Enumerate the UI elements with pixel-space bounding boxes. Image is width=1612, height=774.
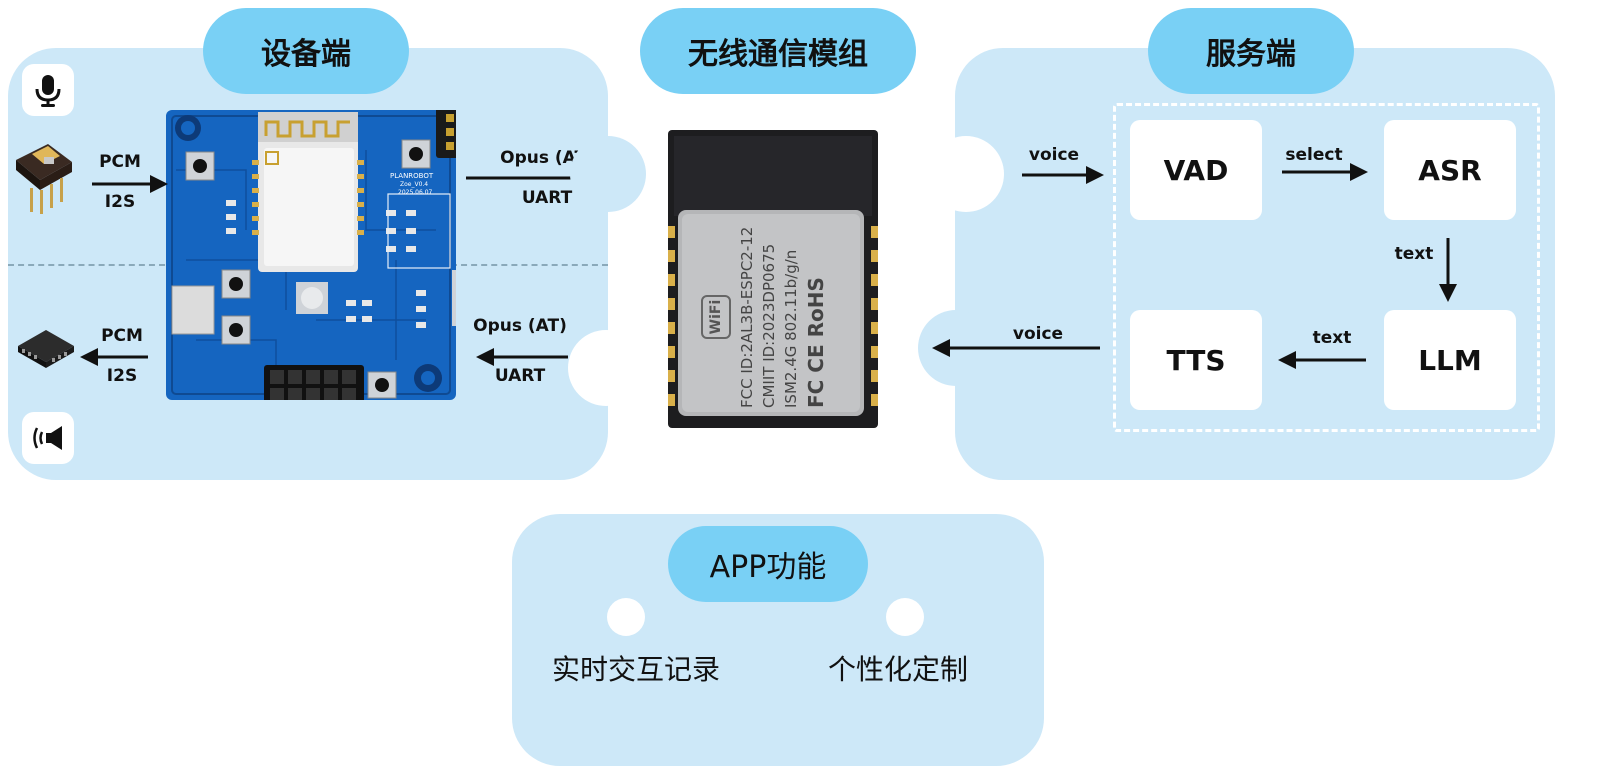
speaker-icon (22, 412, 74, 464)
uart-in-top-label: Opus (AT) (473, 316, 567, 336)
server-title: 服务端 (1148, 8, 1354, 94)
tts-box: TTS (1130, 310, 1262, 410)
device-panel-notch (568, 330, 644, 406)
app-title: APP功能 (668, 526, 868, 602)
llm-tts-label: text (1312, 328, 1352, 348)
device-panel-tab (570, 136, 646, 212)
server-output-label: voice (1012, 324, 1064, 344)
app-feature-realtime-record: 实时交互记录 (552, 653, 721, 686)
mic-link-top-label: PCM (99, 152, 141, 172)
wireless-title: 无线通信模组 (640, 8, 916, 94)
server-input-label: voice (1028, 145, 1080, 165)
mic-link-bottom-label: I2S (104, 192, 136, 212)
microphone-chip (16, 144, 72, 214)
server-pipeline-frame (1113, 103, 1540, 432)
speaker-link-bottom-label: I2S (106, 366, 138, 386)
uart-in-bottom-label: UART (494, 366, 546, 386)
speaker-amp-chip (18, 330, 74, 368)
uart-out-bottom-label: UART (521, 188, 573, 208)
wifi-module: FCC ID:2AL3B-ESPC2-12 CMIIT ID:2023DP067… (668, 130, 878, 428)
vad-box: VAD (1130, 120, 1262, 220)
speaker-link-top-label: PCM (101, 326, 143, 346)
app-feature-personalization: 个性化定制 (828, 653, 969, 686)
asr-box: ASR (1384, 120, 1516, 220)
microphone-icon (22, 64, 74, 116)
asr-llm-label: text (1394, 244, 1434, 264)
dev-board: PLANROBOT Zoe_V0.4 2025.06.07 (166, 102, 464, 407)
feature-dot-2 (886, 598, 924, 636)
feature-dot-1 (607, 598, 645, 636)
board-date: 2025.06.07 (398, 189, 433, 196)
board-brand: PLANROBOT (390, 172, 434, 180)
vad-asr-label: select (1285, 145, 1343, 165)
llm-box: LLM (1384, 310, 1516, 410)
device-title: 设备端 (203, 8, 409, 94)
board-model: Zoe_V0.4 (400, 181, 429, 188)
server-panel-notch (928, 136, 1004, 212)
